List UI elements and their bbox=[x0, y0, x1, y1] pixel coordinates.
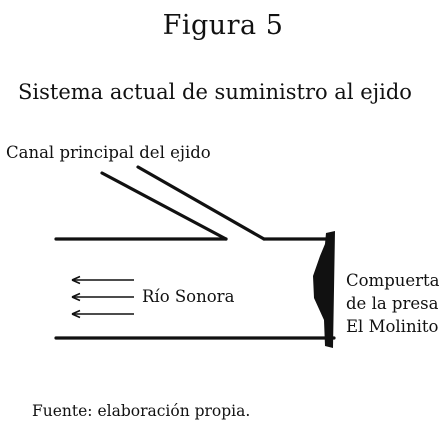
flow-arrow-icon bbox=[71, 309, 134, 319]
gate-label-line: El Molinito bbox=[346, 317, 439, 336]
gate-label-line: de la presa bbox=[346, 294, 439, 313]
figure-title: Figura 5 bbox=[162, 10, 284, 41]
source-note: Fuente: elaboración propia. bbox=[32, 402, 251, 420]
flow-arrow-icon bbox=[71, 275, 134, 285]
flow-arrows bbox=[71, 275, 134, 319]
canal-wall-right bbox=[136, 165, 266, 241]
gate-label: Compuerta de la presa El Molinito bbox=[346, 269, 440, 338]
figure-subtitle: Sistema actual de suministro al ejido bbox=[18, 80, 412, 104]
gate-label-line: Compuerta bbox=[346, 271, 440, 290]
flow-arrow-icon bbox=[71, 292, 134, 302]
river-label: Río Sonora bbox=[142, 287, 235, 306]
canal-label: Canal principal del ejido bbox=[6, 143, 211, 162]
dam-gate bbox=[313, 231, 335, 348]
canal-wall-left bbox=[100, 171, 228, 241]
